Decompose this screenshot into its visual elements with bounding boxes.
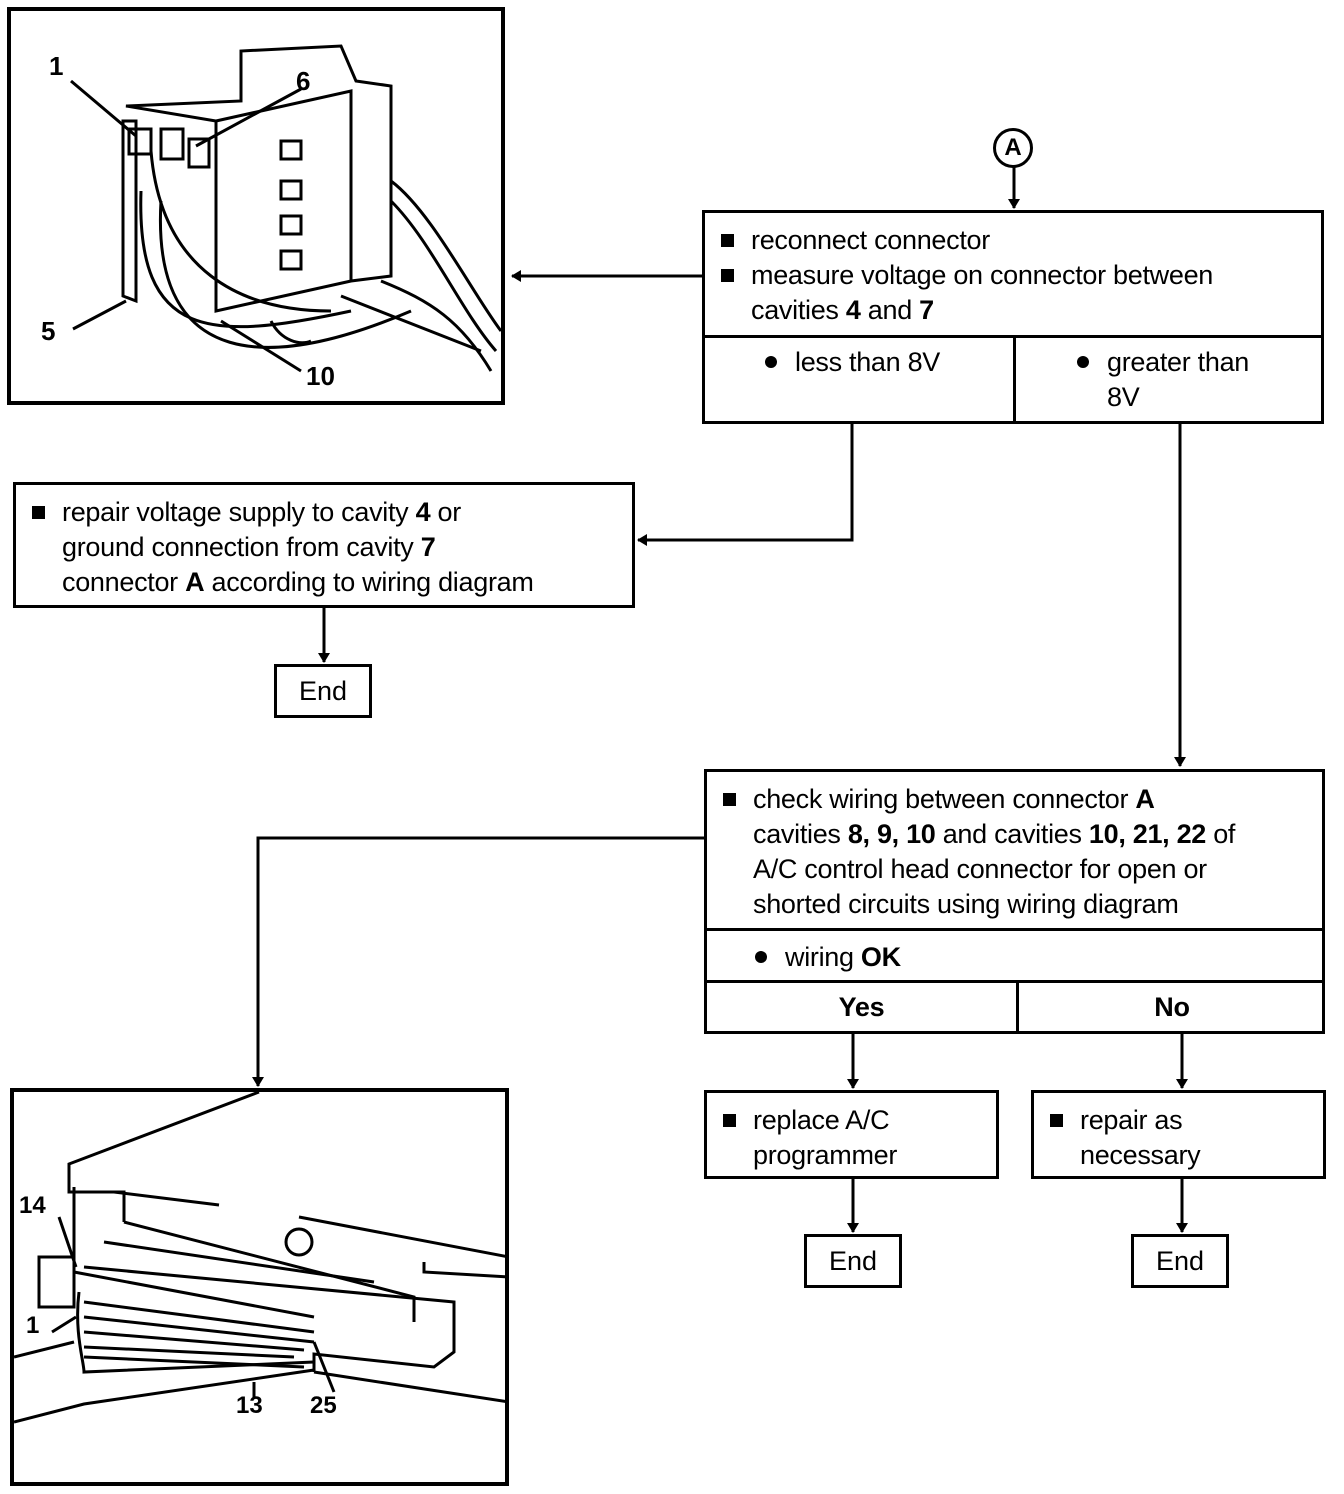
arrow-less-to-repair — [637, 424, 854, 546]
connector-a: A — [1135, 784, 1155, 814]
callout-1: 1 — [49, 51, 64, 81]
text: of — [1206, 819, 1236, 849]
text: wiring — [785, 942, 861, 972]
end-terminal: End — [1131, 1234, 1229, 1288]
control-head-illustration — [13, 1090, 510, 1424]
connector-a: A — [185, 567, 205, 597]
cavity-7: 7 — [420, 532, 436, 562]
bullet-square-icon — [723, 1114, 736, 1127]
divider — [707, 928, 1322, 931]
step-repair-voltage-supply: repair voltage supply to cavity 4 or gro… — [13, 482, 635, 608]
cavities-list-b: 10, 21, 22 — [1088, 819, 1207, 849]
text: cavities — [751, 295, 846, 325]
callout-5: 5 — [41, 316, 56, 346]
outcome-less-than-8v: less than 8V — [765, 345, 940, 380]
text: A/C control head connector for open or — [753, 854, 1207, 884]
text: connector — [62, 567, 186, 597]
connector-illustration — [70, 44, 503, 373]
outcome-label: less than 8V — [795, 347, 940, 377]
cavities-list-a: 8, 9, 10 — [847, 819, 936, 849]
end-terminal: End — [274, 664, 372, 718]
text: programmer — [753, 1140, 898, 1170]
text: cavities — [753, 819, 848, 849]
text: repair as — [1080, 1105, 1183, 1135]
text: or — [430, 497, 462, 527]
step1-line1: reconnect connector — [751, 225, 990, 255]
text: necessary — [1080, 1140, 1201, 1170]
connector-figure-bottom: 14 1 13 25 — [10, 1088, 510, 1486]
outcome-label: greater than — [1107, 347, 1249, 377]
callout-10: 10 — [306, 361, 335, 391]
step-measure-voltage: reconnect connector measure voltage on c… — [702, 210, 1324, 424]
text: and — [860, 295, 920, 325]
connector-ref-circle: A — [993, 128, 1033, 168]
bullet-square-icon — [32, 506, 45, 519]
text: shorted circuits using wiring diagram — [753, 889, 1179, 919]
text: check wiring between connector — [753, 784, 1136, 814]
text: replace A/C — [753, 1105, 890, 1135]
step-replace-programmer: replace A/C programmer — [704, 1090, 999, 1179]
end-terminal: End — [804, 1234, 902, 1288]
divider — [707, 980, 1322, 983]
callout-14: 14 — [19, 1192, 46, 1219]
callout-1: 1 — [26, 1312, 40, 1339]
step-check-wiring: check wiring between connector A cavitie… — [704, 769, 1325, 1034]
bullet-dot-icon — [765, 356, 777, 368]
text: and cavities — [935, 819, 1089, 849]
branch-yes: Yes — [838, 992, 885, 1022]
divider — [1013, 335, 1016, 424]
step1-line2: measure voltage on connector between — [751, 260, 1214, 290]
branch-no: No — [1154, 992, 1190, 1022]
bullet-dot-icon — [755, 951, 767, 963]
outcome-greater-than-8v: greater than 8V — [1077, 345, 1249, 415]
step-repair-as-necessary: repair as necessary — [1031, 1090, 1326, 1179]
bullet-square-icon — [721, 234, 734, 247]
bullet-square-icon — [1050, 1114, 1063, 1127]
cavity-4: 4 — [415, 497, 431, 527]
connector-figure-top: 1 6 5 10 — [7, 7, 505, 405]
callout-13: 13 — [236, 1392, 263, 1419]
arrow-check-to-figure — [252, 836, 706, 1087]
text: according to wiring diagram — [204, 567, 534, 597]
text: ground connection from cavity — [62, 532, 421, 562]
bullet-square-icon — [721, 269, 734, 282]
callout-25: 25 — [310, 1392, 337, 1419]
text: repair voltage supply to cavity — [62, 497, 416, 527]
bullet-square-icon — [723, 793, 736, 806]
bullet-dot-icon — [1077, 356, 1089, 368]
outcome-label-2: 8V — [1107, 382, 1140, 412]
text: OK — [860, 942, 901, 972]
condition-wiring-ok: wiring OK — [755, 940, 901, 975]
divider — [1016, 980, 1019, 1034]
cavity-7: 7 — [919, 295, 934, 325]
callout-6: 6 — [296, 66, 311, 96]
cavity-4: 4 — [845, 295, 861, 325]
